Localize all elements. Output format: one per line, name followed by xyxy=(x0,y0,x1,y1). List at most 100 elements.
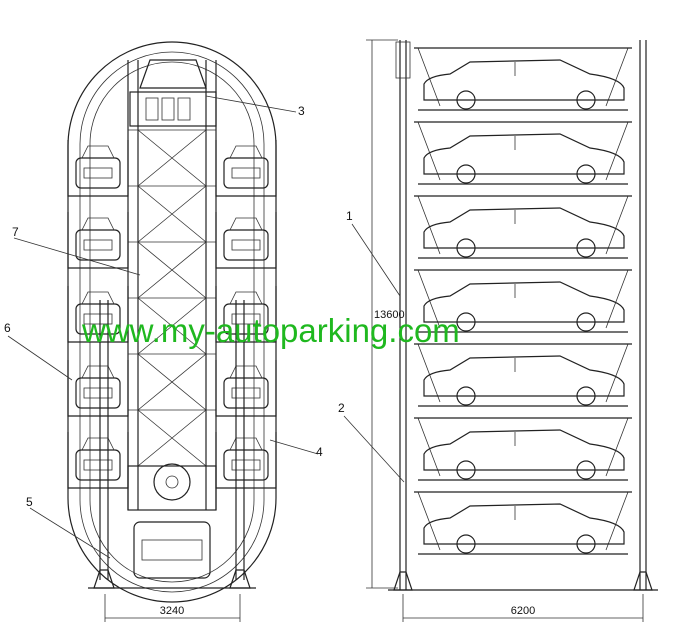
top-drive-house xyxy=(129,91,217,127)
side-pallet xyxy=(414,121,632,185)
side-car-wheel-front xyxy=(456,460,476,480)
leader-1 xyxy=(351,223,401,297)
side-pallet xyxy=(414,491,632,555)
front-car-roof xyxy=(81,217,115,231)
side-car-body xyxy=(423,59,625,101)
pallet-hanger xyxy=(417,491,629,551)
bottom-car-grille xyxy=(141,539,203,561)
front-view: 3240 xyxy=(67,41,277,622)
front-car-grille xyxy=(83,239,113,251)
front-car-grille xyxy=(83,313,113,325)
front-pallet xyxy=(215,286,277,343)
drive-wheel xyxy=(153,463,191,501)
tower-bracing xyxy=(128,129,216,467)
front-pallet xyxy=(67,360,129,417)
side-car-wheel-front xyxy=(456,386,476,406)
side-car-wheel-front xyxy=(456,534,476,554)
brace-diag xyxy=(137,241,207,299)
side-car-wheel-rear xyxy=(576,460,596,480)
pallet-hanger xyxy=(417,121,629,181)
front-car-body xyxy=(223,157,269,189)
front-car-roof xyxy=(81,437,115,451)
label-2: 2 xyxy=(338,401,345,415)
drive-box-1 xyxy=(145,97,159,121)
front-pallet xyxy=(67,140,129,197)
front-car-body xyxy=(223,449,269,481)
front-car-grille xyxy=(231,387,261,399)
front-pallet xyxy=(215,212,277,269)
front-pallets xyxy=(67,140,277,489)
front-car-grille xyxy=(231,313,261,325)
front-car-body xyxy=(75,303,121,335)
loop-inner xyxy=(79,51,265,593)
front-car-grille xyxy=(231,167,261,179)
label-6: 6 xyxy=(4,321,11,335)
callouts: 3 7 6 4 5 1 2 xyxy=(4,95,405,559)
pallet-frame xyxy=(67,432,129,489)
side-car-wheel-front xyxy=(456,90,476,110)
side-car-wheel-front xyxy=(456,164,476,184)
front-pallet xyxy=(215,140,277,197)
front-car-grille xyxy=(231,459,261,471)
dim-side-width: 6200 xyxy=(511,605,535,617)
bottom-drive-frame xyxy=(127,465,217,511)
front-car-body xyxy=(223,377,269,409)
pallet-frame xyxy=(215,360,277,417)
side-car-wheel-rear xyxy=(576,534,596,554)
brace-diag xyxy=(137,297,207,355)
front-car-body xyxy=(75,377,121,409)
brace-diag xyxy=(137,409,207,467)
front-car-body xyxy=(75,157,121,189)
front-car-body xyxy=(223,303,269,335)
side-car-wheel-front xyxy=(456,238,476,258)
watermark: www.my-autoparking.com xyxy=(81,312,460,349)
drive-wheel-hub xyxy=(165,475,179,489)
side-car-wheel-rear xyxy=(576,238,596,258)
loop-inner2 xyxy=(89,61,255,583)
front-car-grille xyxy=(83,459,113,471)
front-car-roof xyxy=(81,291,115,305)
front-pallet xyxy=(67,432,129,489)
front-car-roof xyxy=(81,365,115,379)
side-car-wheel-rear xyxy=(576,164,596,184)
leader-3 xyxy=(205,95,297,113)
leader-2 xyxy=(343,415,405,483)
label-1: 1 xyxy=(346,209,353,223)
front-car-roof xyxy=(229,291,263,305)
side-car-wheel-rear xyxy=(576,386,596,406)
side-top-block xyxy=(395,41,411,79)
dim-height: 13600 xyxy=(374,309,405,321)
side-car-wheel-front xyxy=(456,312,476,332)
brace-diag xyxy=(137,129,207,187)
side-pallet xyxy=(414,195,632,259)
leader-7 xyxy=(13,237,141,276)
drive-box-3 xyxy=(177,97,191,121)
front-car-body xyxy=(75,449,121,481)
side-foot-right xyxy=(633,571,653,591)
side-pallet xyxy=(414,47,632,111)
front-car-roof xyxy=(229,217,263,231)
front-pallet xyxy=(67,212,129,269)
front-foot-left xyxy=(93,569,115,589)
side-pallets xyxy=(414,47,632,555)
side-pallet xyxy=(414,269,632,333)
brace-diag xyxy=(137,353,207,411)
side-car-body xyxy=(423,281,625,323)
drive-box-2 xyxy=(161,97,175,121)
side-car-wheel-rear xyxy=(576,90,596,110)
side-car-wheel-rear xyxy=(576,312,596,332)
dim-front-width: 3240 xyxy=(160,605,184,617)
side-car-body xyxy=(423,355,625,397)
pallet-frame xyxy=(67,140,129,197)
pallet-hanger xyxy=(417,47,629,107)
side-pallet xyxy=(414,417,632,481)
front-car-roof xyxy=(229,365,263,379)
pallet-frame xyxy=(67,212,129,269)
side-car-body xyxy=(423,133,625,175)
bottom-car xyxy=(133,521,211,579)
front-car-grille xyxy=(83,167,113,179)
side-foot-left xyxy=(393,571,413,591)
front-pallet xyxy=(67,286,129,343)
front-car-body xyxy=(75,229,121,261)
